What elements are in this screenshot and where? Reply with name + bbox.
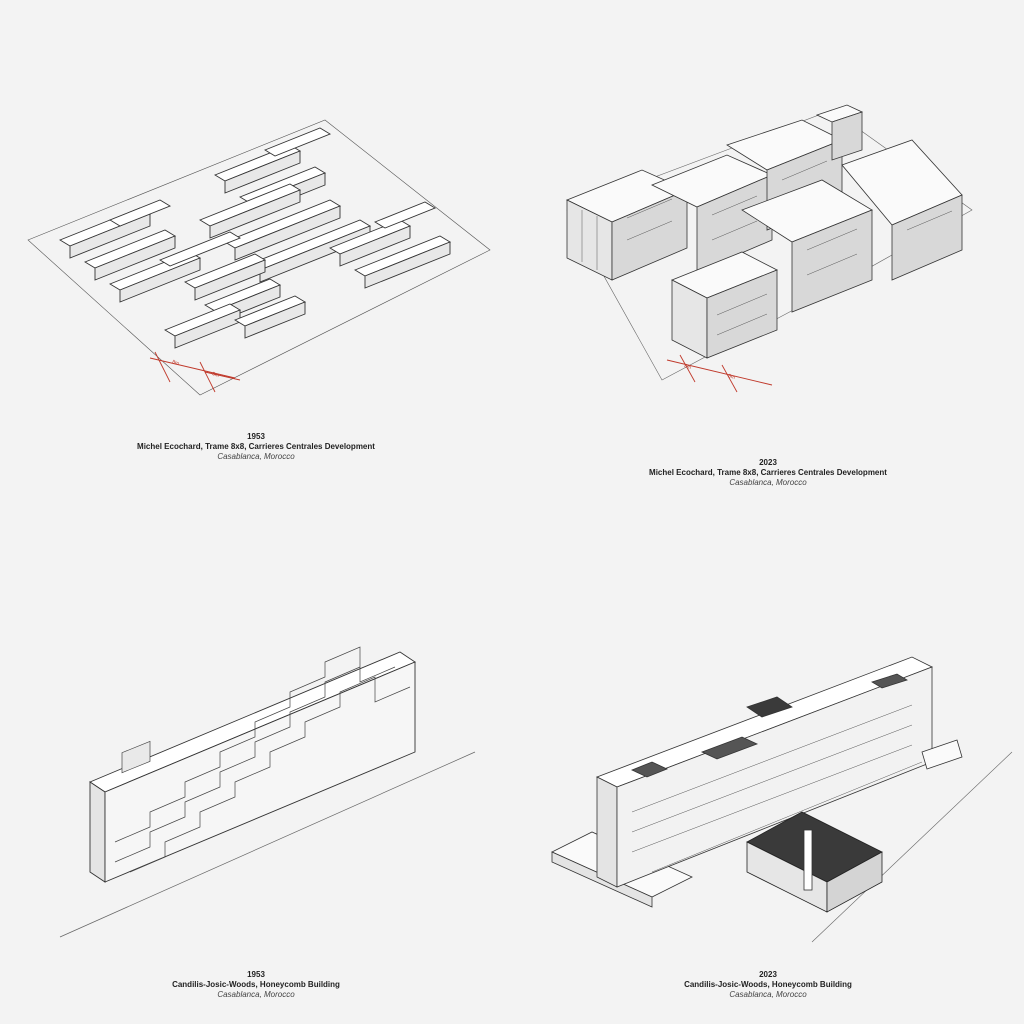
panel-trame-2023: 2023 Michel Ecochard, Trame 8x8, Carrier… (512, 0, 1024, 512)
dimension-lines (149, 351, 241, 393)
caption-place: Casablanca, Morocco (217, 452, 295, 461)
panel-honeycomb-2023: 2023 Candilis-Josic-Woods, Honeycomb Bui… (512, 512, 1024, 1024)
caption-honeycomb-1953: 1953 Candilis-Josic-Woods, Honeycomb Bui… (0, 970, 512, 1000)
caption-place: Casablanca, Morocco (217, 990, 295, 999)
honeycomb-1953-axonometric (59, 646, 476, 938)
honeycomb-2023-axonometric (551, 656, 1013, 943)
caption-title: Michel Ecochard, Trame 8x8, Carrieres Ce… (137, 442, 375, 451)
caption-place: Casablanca, Morocco (729, 990, 807, 999)
caption-year: 2023 (759, 458, 777, 467)
caption-place: Casablanca, Morocco (729, 478, 807, 487)
caption-title: Candilis-Josic-Woods, Honeycomb Building (684, 980, 852, 989)
trame-2023-axonometric (566, 104, 973, 393)
caption-title: Michel Ecochard, Trame 8x8, Carrieres Ce… (649, 468, 887, 477)
caption-year: 2023 (759, 970, 777, 979)
panel-honeycomb-1953: 1953 Candilis-Josic-Woods, Honeycomb Bui… (0, 512, 512, 1024)
caption-trame-1953: 1953 Michel Ecochard, Trame 8x8, Carrier… (0, 432, 512, 462)
caption-trame-2023: 2023 Michel Ecochard, Trame 8x8, Carrier… (512, 458, 1024, 488)
panel-trame-1953: 1953 Michel Ecochard, Trame 8x8, Carrier… (0, 0, 512, 512)
dimension-lines-2023 (666, 354, 773, 393)
caption-year: 1953 (247, 970, 265, 979)
trame-1953-axonometric (27, 119, 491, 396)
caption-title: Candilis-Josic-Woods, Honeycomb Building (172, 980, 340, 989)
caption-year: 1953 (247, 432, 265, 441)
caption-honeycomb-2023: 2023 Candilis-Josic-Woods, Honeycomb Bui… (512, 970, 1024, 1000)
